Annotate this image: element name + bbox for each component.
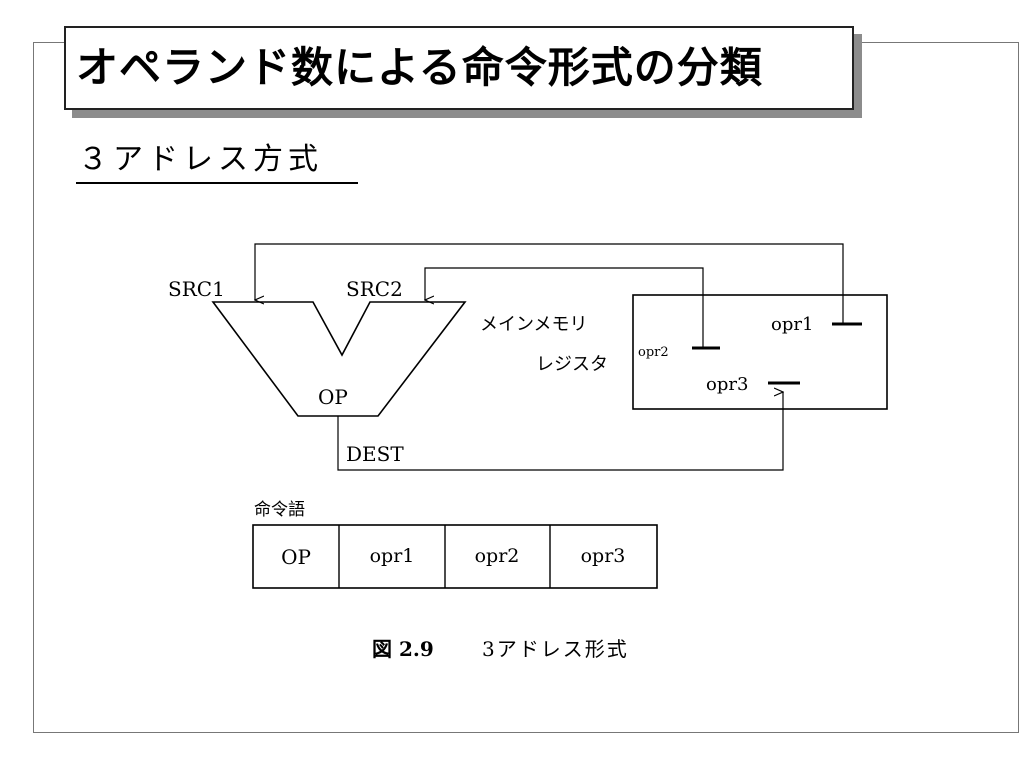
field-opr3: opr3 bbox=[581, 545, 626, 567]
field-opr1: opr1 bbox=[370, 545, 415, 567]
instruction-word-label: 命令語 bbox=[254, 500, 305, 520]
page-title: オペランド数による命令形式の分類 bbox=[76, 43, 763, 92]
src2-label: SRC2 bbox=[346, 277, 403, 301]
caption-text: 3アドレス形式 bbox=[482, 637, 629, 661]
main-memory-label: メインメモリ bbox=[480, 314, 587, 335]
opr1-label: opr1 bbox=[771, 314, 813, 335]
alu-shape bbox=[211, 301, 467, 417]
section-subtitle: ３アドレス方式 bbox=[78, 142, 323, 177]
src1-label: SRC1 bbox=[168, 277, 225, 301]
field-op: OP bbox=[281, 545, 311, 569]
register-label: レジスタ bbox=[536, 354, 608, 375]
src2-path bbox=[425, 267, 704, 348]
caption-number: 図 2.9 bbox=[372, 637, 434, 661]
field-opr2: opr2 bbox=[475, 545, 520, 567]
subtitle-underline bbox=[76, 182, 358, 184]
instruction-word-table: OP opr1 opr2 opr3 bbox=[252, 524, 658, 589]
src1-path bbox=[255, 243, 844, 324]
dest-path bbox=[337, 392, 783, 471]
op-label: OP bbox=[318, 385, 348, 409]
title-box: オペランド数による命令形式の分類 bbox=[64, 26, 854, 110]
memory-box bbox=[632, 294, 888, 410]
dest-label: DEST bbox=[346, 442, 404, 466]
opr2-label: opr2 bbox=[638, 345, 669, 360]
opr3-label: opr3 bbox=[706, 374, 748, 395]
